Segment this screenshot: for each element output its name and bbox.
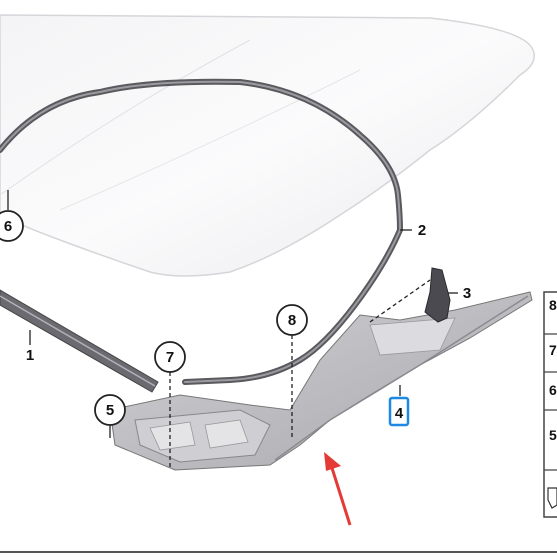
red-pointer-arrow [324, 452, 352, 526]
svg-text:5: 5 [106, 402, 114, 419]
svg-text:4: 4 [395, 405, 404, 422]
svg-text:7: 7 [166, 349, 174, 366]
inner-panel [109, 291, 533, 471]
leader-lines [7, 190, 458, 470]
hood-panel [0, 14, 535, 277]
callout-7[interactable]: 7 [154, 341, 186, 373]
callout-1[interactable]: 1 [26, 347, 34, 364]
legend-part-thumbnail-icon [547, 487, 557, 509]
callout-3[interactable]: 3 [463, 285, 471, 302]
bottom-border [0, 551, 557, 553]
legend-table: 8 7 6 5 [543, 291, 557, 518]
callout-5[interactable]: 5 [94, 394, 126, 426]
callout-8[interactable]: 8 [276, 304, 308, 336]
legend-row-8: 8 [549, 297, 557, 313]
callout-4-highlighted[interactable]: 4 [388, 396, 410, 427]
lower-seal-strip [0, 289, 159, 393]
callout-6[interactable]: 6 [0, 210, 24, 242]
callout-2[interactable]: 2 [418, 222, 426, 239]
svg-text:6: 6 [4, 218, 12, 235]
legend-row-5: 5 [549, 427, 557, 443]
legend-row-6: 6 [549, 382, 557, 398]
svg-text:8: 8 [288, 312, 296, 329]
hinge-bracket [424, 267, 451, 323]
legend-row-7: 7 [549, 342, 557, 358]
